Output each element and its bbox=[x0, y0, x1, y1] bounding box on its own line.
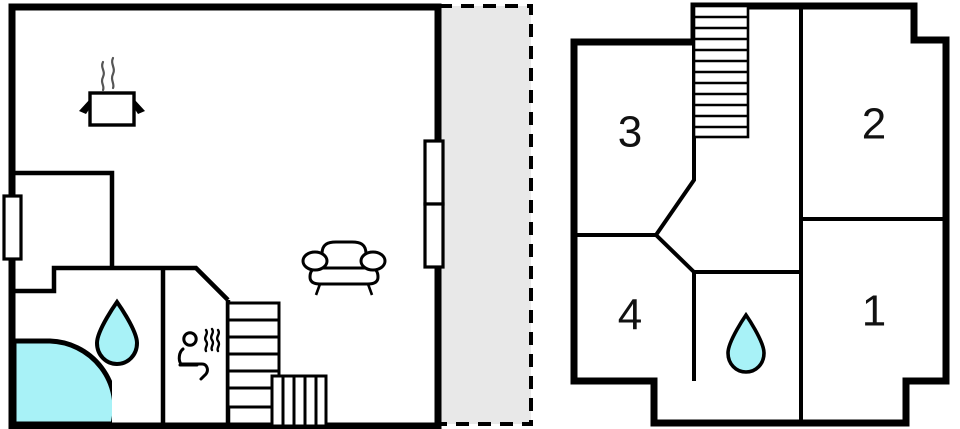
sofa-icon bbox=[301, 240, 387, 296]
shower-icon bbox=[12, 338, 112, 426]
window-left bbox=[2, 194, 23, 261]
right-upper-floor-plan: 1 2 3 4 bbox=[570, 2, 950, 427]
room-number-2: 2 bbox=[862, 100, 886, 149]
water-drop-icon bbox=[94, 298, 140, 367]
cooking-pot-icon bbox=[79, 56, 145, 127]
room-number-4: 4 bbox=[618, 291, 642, 340]
window-right-upper bbox=[423, 139, 445, 206]
terrace-area bbox=[439, 4, 533, 426]
window-right-lower bbox=[423, 202, 445, 269]
room-number-3: 3 bbox=[618, 108, 642, 157]
stairs-lower-run-icon bbox=[270, 374, 328, 428]
stairs-icon bbox=[692, 4, 750, 139]
outer-wall-right-plan bbox=[570, 2, 950, 427]
room-number-1: 1 bbox=[862, 287, 886, 336]
left-ground-floor-plan bbox=[2, 3, 533, 429]
stairs-icon bbox=[226, 301, 281, 409]
water-drop-icon bbox=[726, 311, 766, 374]
sauna-icon bbox=[177, 327, 221, 381]
